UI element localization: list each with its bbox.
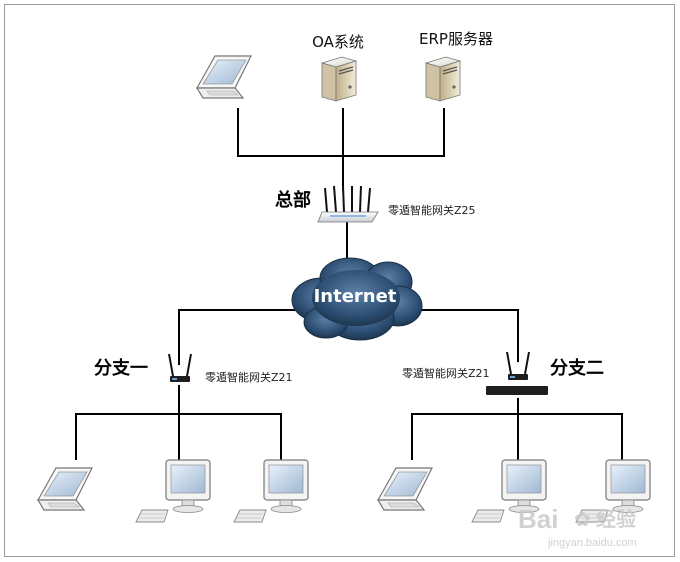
watermark-brand: Bai [518, 504, 558, 534]
cloud-branch-one-link [178, 309, 296, 365]
watermark-url: jingyan.baidu.com [547, 537, 637, 549]
branch-one-gateway-label: 零遁智能网关Z21 [205, 370, 293, 384]
hq-label: 总部 [275, 189, 311, 211]
server-icon [321, 56, 357, 102]
watermark-paw-icon: ✿ [574, 509, 591, 531]
diagram-border [4, 4, 675, 557]
oa-server: OA系统 [312, 33, 364, 102]
watermark: Bai ✿ 经验 jingyan.baidu.com [518, 504, 637, 549]
erp-server: ERP服务器 [419, 30, 493, 102]
cloud-label: Internet [314, 286, 397, 307]
internet-cloud: Internet [291, 257, 423, 341]
desktop-icon [135, 459, 211, 523]
server-icon [425, 56, 461, 102]
hq-laptop-link [237, 108, 445, 157]
branch-one-bus [75, 413, 282, 460]
cloud-branch-two-link [413, 309, 519, 362]
switch-icon [486, 386, 548, 395]
oa-server-label: OA系统 [312, 33, 364, 51]
branch-one: 分支一 零遁智能网关Z21 [37, 353, 309, 523]
laptop-icon [196, 55, 252, 99]
laptop-icon [377, 467, 433, 511]
cloud-icon [291, 257, 423, 341]
branch-two-label: 分支二 [550, 357, 604, 379]
erp-server-label: ERP服务器 [419, 30, 493, 48]
branch-two-gateway-label: 零遁智能网关Z21 [402, 366, 490, 380]
branch-two: 分支二 零遁智能网关Z21 [377, 351, 651, 523]
router-icon [317, 185, 379, 223]
branch-two-bus [411, 413, 623, 460]
watermark-brand2: 经验 [596, 507, 636, 531]
branch-one-label: 分支一 [94, 357, 148, 379]
laptop-icon [37, 467, 93, 511]
hq-gateway: 总部 零遁智能网关Z25 [275, 185, 476, 223]
hq-laptop [196, 55, 252, 99]
desktop-icon [233, 459, 309, 523]
hq-gateway-label: 零遁智能网关Z25 [388, 203, 476, 217]
connection-lines [75, 108, 623, 460]
